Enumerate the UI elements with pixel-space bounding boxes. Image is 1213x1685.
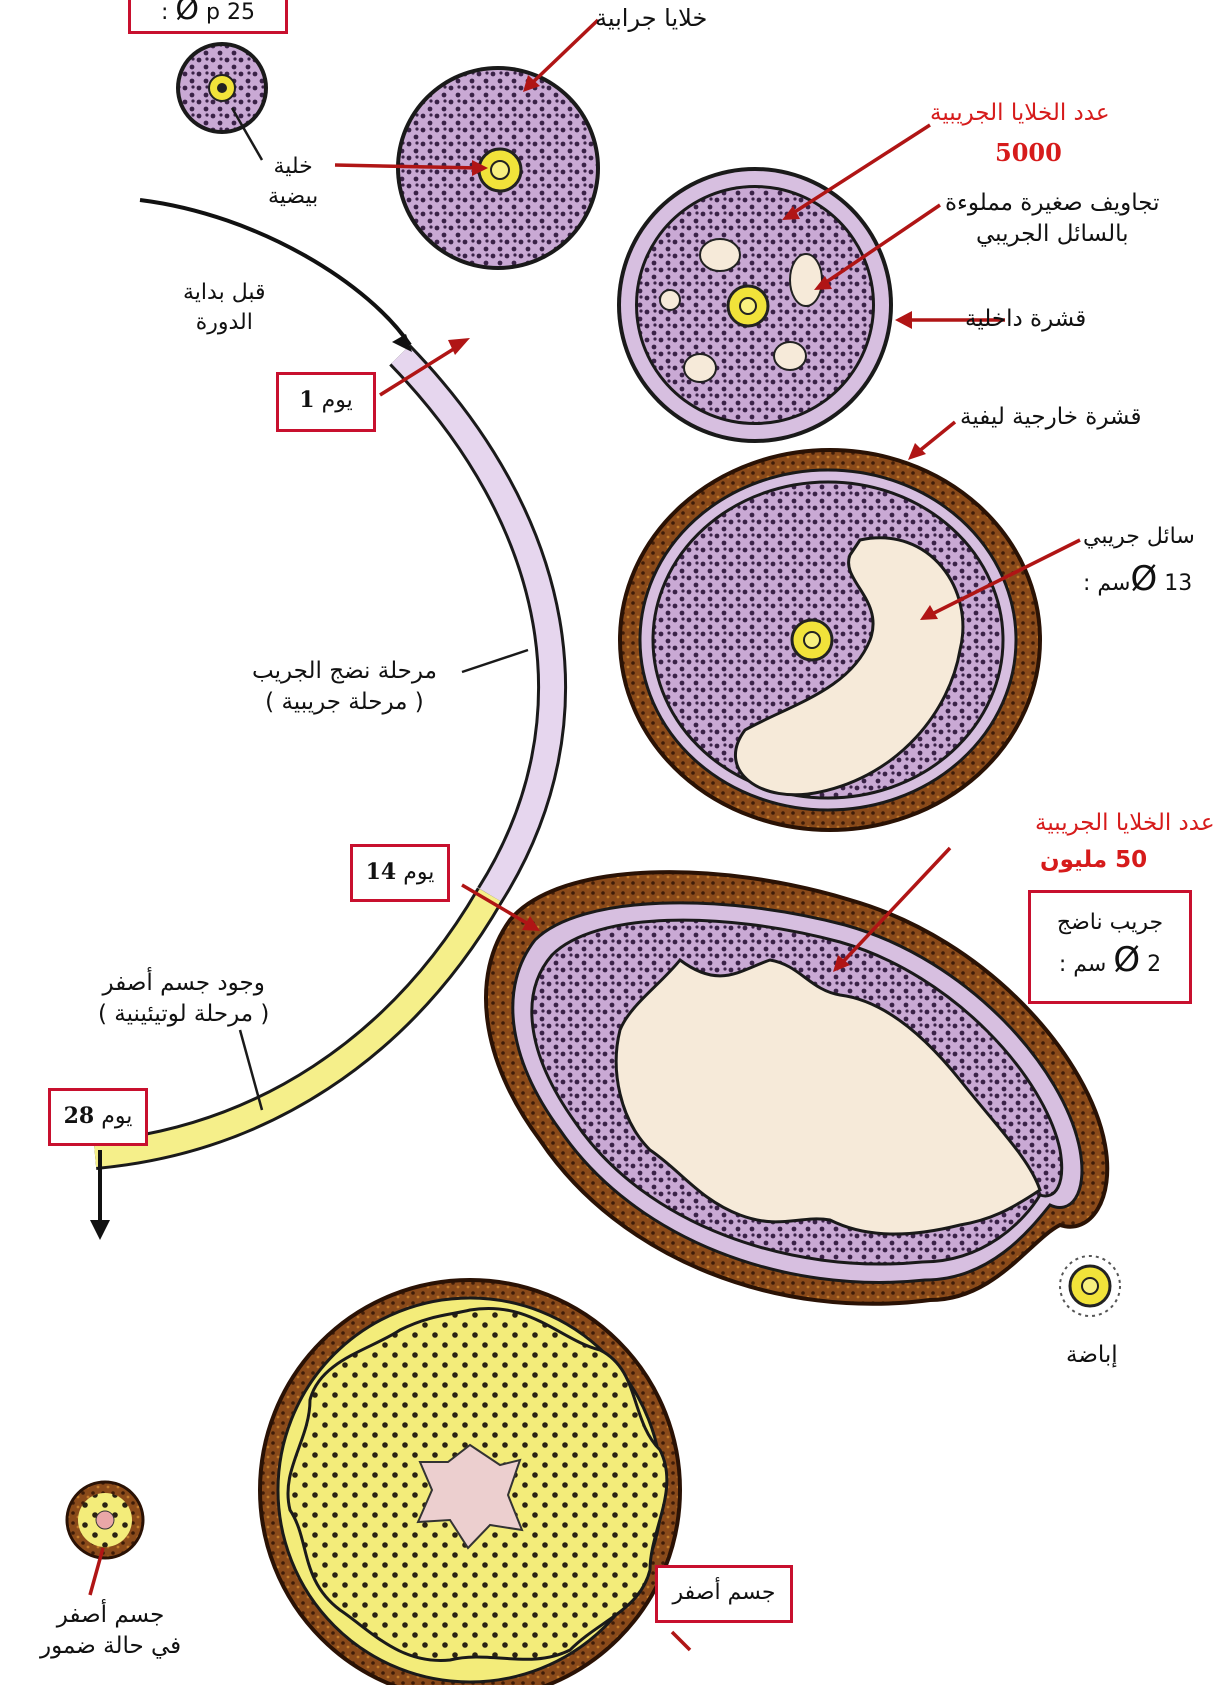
diameter-icon: Ø	[175, 0, 199, 27]
day-14-box: يوم 14	[350, 844, 450, 902]
count-5000-title: عدد الخلايا الجريبية	[930, 98, 1110, 129]
follicular-fluid-label: سائل جريبي	[1083, 522, 1195, 552]
day-28-box: يوم 28	[48, 1088, 148, 1146]
mature-follicle	[486, 872, 1107, 1304]
regressing-corpus-label: جسم أصفر في حالة ضمور	[40, 1600, 181, 1662]
mature-follicle-label: جريب ناضج	[1031, 903, 1189, 943]
ovocyte-label: خلية بيضية	[268, 152, 318, 211]
granulosa-cells-label: خلايا جرابية	[595, 2, 707, 34]
cycle-end-arrow	[90, 1220, 110, 1240]
day-1-box: يوم 1	[276, 372, 376, 432]
theca-interna-label: قشرة داخلية	[965, 304, 1086, 335]
count-50m-value: 50 مليون	[1040, 845, 1147, 876]
theca-externa-label: قشرة خارجية ليفية	[960, 402, 1142, 433]
initial-size-box: Ø p 25 :	[128, 0, 288, 34]
corpus-luteum-box: جسم أصفر	[655, 1565, 793, 1623]
diameter-icon: Ø	[1113, 940, 1140, 980]
before-cycle-label: قبل بداية الدورة	[183, 278, 266, 337]
follicular-phase-label: مرحلة نضج الجريب ( مرحلة جريبية )	[252, 656, 437, 718]
antral-follicle	[620, 450, 1040, 830]
luteal-phase-label: وجود جسم أصفر ( مرحلة لوتيئينية )	[98, 968, 269, 1030]
corpus-albicans	[67, 1482, 143, 1558]
ovulation-label: إباضة	[1066, 1340, 1118, 1371]
corpus-luteum	[260, 1280, 680, 1685]
initial-size-label: p 25 :	[161, 0, 255, 25]
diameter-icon: Ø	[1130, 559, 1157, 599]
count-50m-title: عدد الخلايا الجريبية	[1035, 808, 1213, 839]
mature-size-label: Ø 2 سم :	[1031, 943, 1189, 985]
pre-cycle-arrow	[140, 200, 410, 345]
mature-follicle-box: جريب ناضج Ø 2 سم :	[1028, 890, 1192, 1004]
count-5000-value: 5000	[995, 137, 1062, 169]
fluid-size-label: Ø 13سم :	[1083, 562, 1192, 599]
secondary-follicle	[617, 167, 893, 443]
primordial-follicle	[176, 42, 268, 134]
cavities-label: تجاويف صغيرة مملوءة بالسائل الجريبي	[945, 188, 1159, 250]
released-ovocyte	[1060, 1256, 1120, 1316]
